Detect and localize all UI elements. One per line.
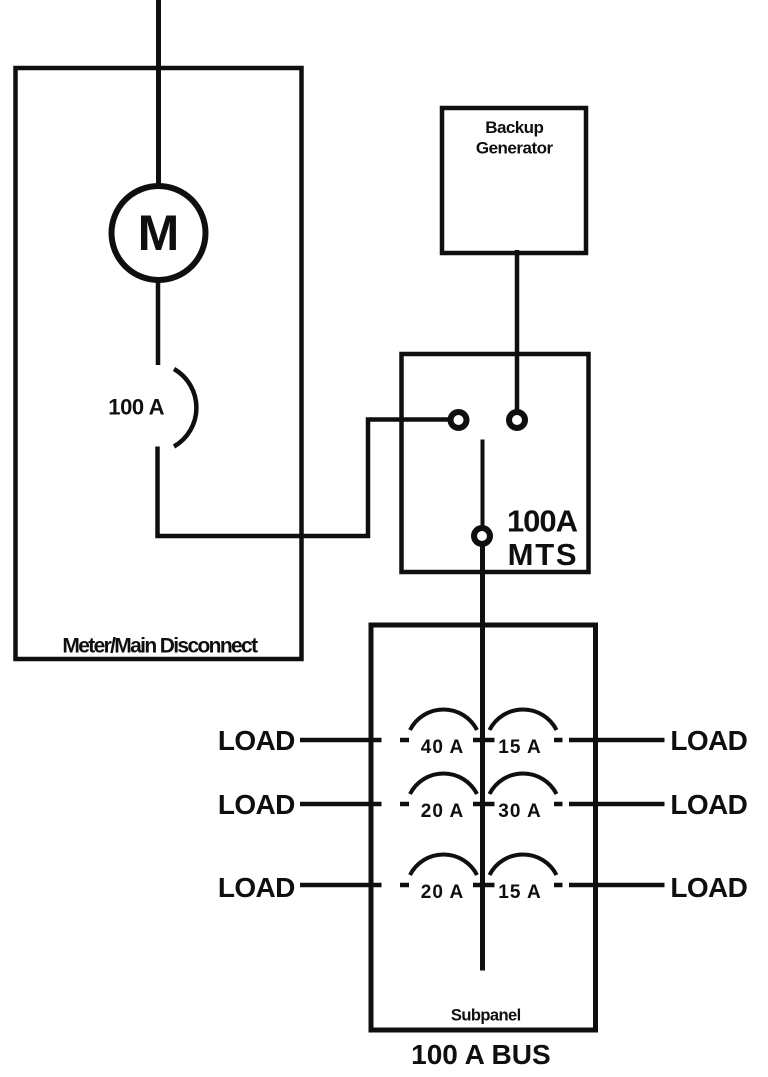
svg-text:Subpanel: Subpanel [451, 1007, 521, 1025]
svg-text:30 A: 30 A [498, 801, 541, 822]
svg-text:15 A: 15 A [498, 737, 541, 758]
svg-text:LOAD: LOAD [670, 872, 747, 903]
svg-text:MTS: MTS [508, 537, 579, 572]
svg-text:20 A: 20 A [421, 882, 464, 903]
svg-text:Generator: Generator [476, 139, 554, 158]
svg-text:LOAD: LOAD [218, 789, 295, 820]
svg-text:Meter/Main Disconnect: Meter/Main Disconnect [62, 634, 258, 657]
svg-text:15 A: 15 A [498, 882, 541, 903]
svg-text:Backup: Backup [485, 118, 543, 137]
svg-text:100 A BUS: 100 A BUS [411, 1039, 551, 1070]
svg-text:100 A: 100 A [108, 395, 164, 420]
svg-text:40 A: 40 A [421, 737, 464, 758]
svg-text:M: M [138, 205, 180, 261]
svg-text:100A: 100A [507, 504, 578, 539]
svg-text:LOAD: LOAD [218, 725, 295, 756]
svg-text:20 A: 20 A [421, 801, 464, 822]
svg-text:LOAD: LOAD [670, 725, 747, 756]
svg-text:LOAD: LOAD [218, 872, 295, 903]
svg-text:LOAD: LOAD [670, 789, 747, 820]
